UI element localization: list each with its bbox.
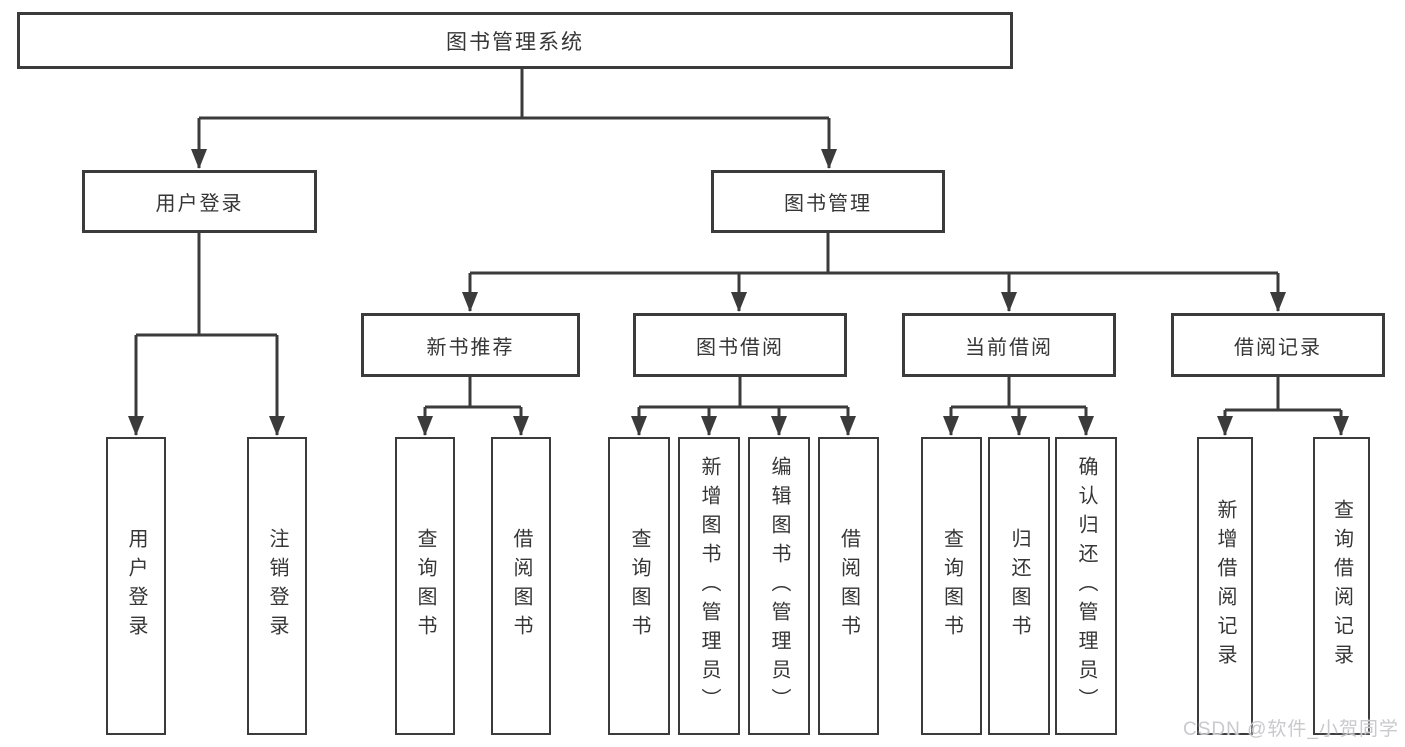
node-user-login-branch: 用户登录 <box>82 170 317 233</box>
leaf-borrow-books-recommend: 借阅图书 <box>491 437 551 735</box>
node-new-book-recommend: 新书推荐 <box>361 313 580 377</box>
leaf-query-books-recommend: 查询图书 <box>395 437 455 735</box>
leaf-query-books-current: 查询图书 <box>921 437 982 735</box>
leaf-add-books-admin: 新增图书（管理员） <box>678 437 740 735</box>
node-label: 归还图书 <box>1008 528 1030 644</box>
node-label: 新增借阅记录 <box>1214 499 1236 673</box>
node-label: 图书管理 <box>784 193 872 215</box>
csdn-watermark: CSDN @软件_小贺同学 <box>1183 719 1399 740</box>
node-label: 用户登录 <box>155 193 244 215</box>
node-label: 查询图书 <box>414 528 436 644</box>
leaf-borrow-books: 借阅图书 <box>818 437 879 735</box>
leaf-add-borrow-record: 新增借阅记录 <box>1197 437 1253 735</box>
leaf-query-books-borrow: 查询图书 <box>608 437 670 735</box>
leaf-user-login: 用户登录 <box>106 437 166 735</box>
node-label: 查询图书 <box>628 528 650 644</box>
node-current-borrowing: 当前借阅 <box>902 313 1116 377</box>
node-label: 注销登录 <box>266 528 288 644</box>
node-library-management-system: 图书管理系统 <box>17 12 1013 69</box>
node-label: 确认归还（管理员） <box>1075 455 1097 717</box>
node-label: 图书借阅 <box>696 336 784 359</box>
leaf-return-books: 归还图书 <box>988 437 1050 735</box>
node-book-borrowing: 图书借阅 <box>633 313 847 377</box>
node-borrowing-records: 借阅记录 <box>1171 313 1385 377</box>
node-label: 查询图书 <box>940 528 963 644</box>
leaf-logout: 注销登录 <box>247 437 307 735</box>
node-label: 借阅图书 <box>837 528 860 644</box>
node-label: 编辑图书（管理员） <box>768 455 790 717</box>
node-label: 图书管理系统 <box>446 30 584 54</box>
node-book-management: 图书管理 <box>711 170 945 233</box>
node-label: 新书推荐 <box>426 336 515 359</box>
leaf-confirm-return-admin: 确认归还（管理员） <box>1055 437 1117 735</box>
leaf-edit-books-admin: 编辑图书（管理员） <box>748 437 810 735</box>
node-label: 查询借阅记录 <box>1330 499 1353 673</box>
node-label: 新增图书（管理员） <box>698 455 720 717</box>
node-label: 借阅图书 <box>510 528 532 644</box>
leaf-query-borrow-record: 查询借阅记录 <box>1313 437 1370 735</box>
node-label: 借阅记录 <box>1234 336 1322 359</box>
node-label: 当前借阅 <box>965 336 1053 359</box>
node-label: 用户登录 <box>125 528 147 644</box>
